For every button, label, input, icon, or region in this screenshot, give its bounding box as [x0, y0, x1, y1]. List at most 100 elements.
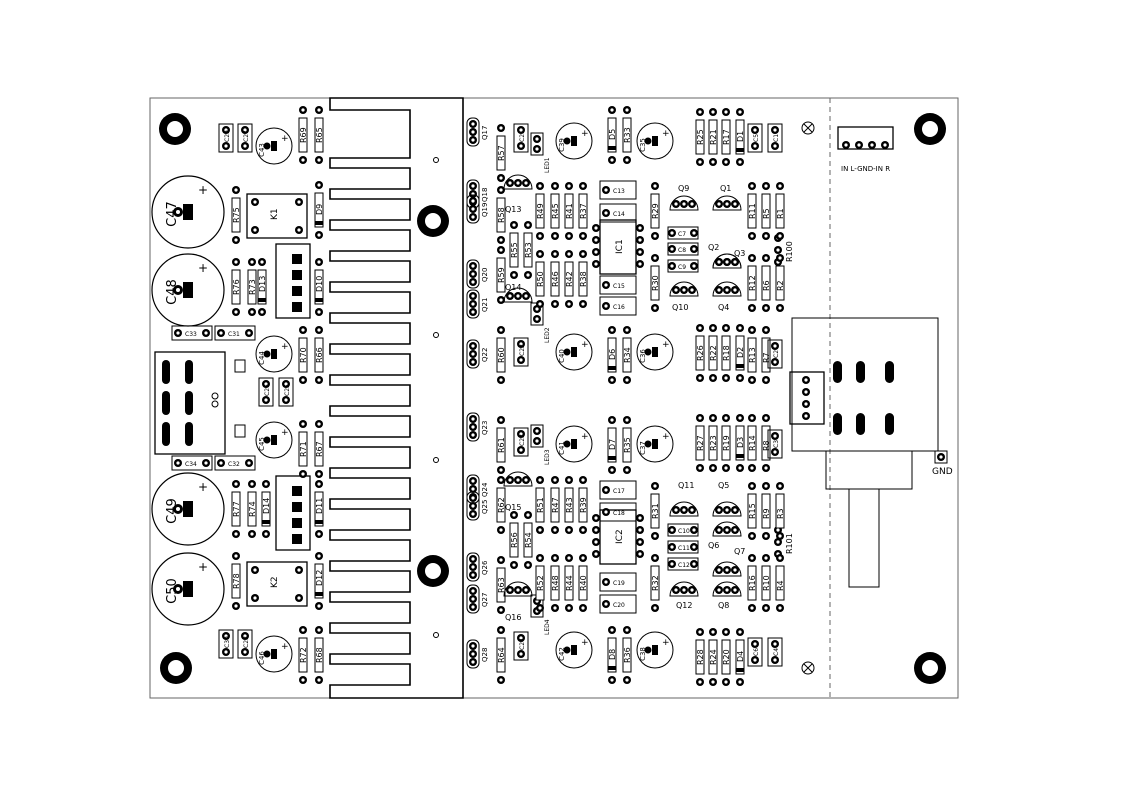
pad [651, 182, 659, 190]
component-label: C31 [228, 331, 240, 338]
component-label: R69 [299, 127, 308, 143]
pad [748, 532, 756, 540]
pad [217, 459, 225, 467]
component-label: C5 [753, 134, 760, 142]
component-label: C7 [678, 231, 686, 238]
component-label: R11 [748, 203, 757, 219]
led: LED3 [530, 424, 551, 465]
resistor: R57 [496, 124, 506, 182]
component-label: D14 [262, 498, 271, 514]
pad [748, 182, 756, 190]
pad [696, 324, 704, 332]
component-label: R6 [762, 280, 771, 291]
pad [299, 676, 307, 684]
pad [565, 182, 573, 190]
ceramic-capacitor: C4 [767, 637, 783, 667]
component-label: Q3 [734, 249, 745, 258]
pad [696, 158, 704, 166]
pad [636, 538, 644, 546]
pad [592, 538, 600, 546]
pad [497, 526, 505, 534]
ceramic-capacitor: C6 [747, 637, 763, 667]
component-label: C25 [284, 384, 291, 396]
ceramic-capacitor: C13 [599, 180, 637, 200]
pad [510, 271, 518, 279]
pad [497, 606, 505, 614]
electrolytic-capacitor-small: +C41 [555, 425, 593, 463]
to92-transistor: Q28 [466, 639, 489, 669]
pad [497, 416, 505, 424]
component-label: D8 [608, 649, 617, 660]
pad [174, 459, 182, 467]
pad [623, 156, 631, 164]
ceramic-capacitor: C31 [214, 325, 256, 341]
pad [709, 324, 717, 332]
pad [709, 108, 717, 116]
component-label: Q4 [718, 303, 729, 312]
resistor: R68 [314, 626, 324, 684]
pad [771, 640, 779, 648]
pad [722, 324, 730, 332]
relay: K1 [246, 193, 308, 239]
resistor: R47 [550, 476, 560, 534]
pad [241, 648, 249, 656]
pad [672, 506, 680, 514]
pad [762, 414, 770, 422]
resistor: R21 [708, 108, 718, 166]
pad [469, 563, 477, 571]
component-label: Q6 [708, 541, 719, 550]
pad [469, 431, 477, 439]
pad [299, 470, 307, 478]
pad [506, 179, 514, 187]
led: LED1 [530, 132, 551, 173]
pad [731, 506, 739, 514]
pad [299, 156, 307, 164]
component-label: R65 [315, 127, 324, 143]
component-label: LED1 [544, 157, 551, 173]
diode: D11 [314, 480, 324, 538]
pad [668, 560, 676, 568]
resistor: R72 [298, 626, 308, 684]
pad [579, 300, 587, 308]
pad [736, 414, 744, 422]
pad [592, 248, 600, 256]
resistor: R41 [564, 182, 574, 240]
component-label: R71 [299, 441, 308, 457]
component-label: Q18 [481, 188, 489, 202]
resistor: R61 [496, 416, 506, 474]
pad [315, 530, 323, 538]
resistor: R51 [535, 476, 545, 534]
volume-potentiometer [789, 317, 939, 588]
pad [315, 602, 323, 610]
pad [469, 555, 477, 563]
pad [623, 626, 631, 634]
pad [736, 108, 744, 116]
pad [722, 678, 730, 686]
pad [748, 376, 756, 384]
pad [522, 476, 530, 484]
component-label: LED3 [544, 449, 551, 465]
pad [202, 459, 210, 467]
to92-transistor: Q23 [466, 412, 489, 442]
diode: D4 [735, 628, 745, 686]
pad [551, 476, 559, 484]
component-label: R22 [709, 345, 718, 361]
pad [651, 482, 659, 490]
component-label: R53 [524, 242, 533, 258]
pad [771, 342, 779, 350]
pad [696, 108, 704, 116]
pad [469, 278, 477, 286]
pad [731, 200, 739, 208]
pad [315, 156, 323, 164]
heatsink-screw [433, 457, 439, 463]
component-label: R34 [623, 347, 632, 363]
component-label: Q15 [505, 503, 521, 512]
pad [510, 511, 518, 519]
pad [731, 566, 739, 574]
component-label: R62 [497, 497, 506, 513]
pad [709, 158, 717, 166]
component-label: C9 [678, 264, 686, 271]
pad [771, 432, 779, 440]
pad [623, 416, 631, 424]
pad [469, 292, 477, 300]
